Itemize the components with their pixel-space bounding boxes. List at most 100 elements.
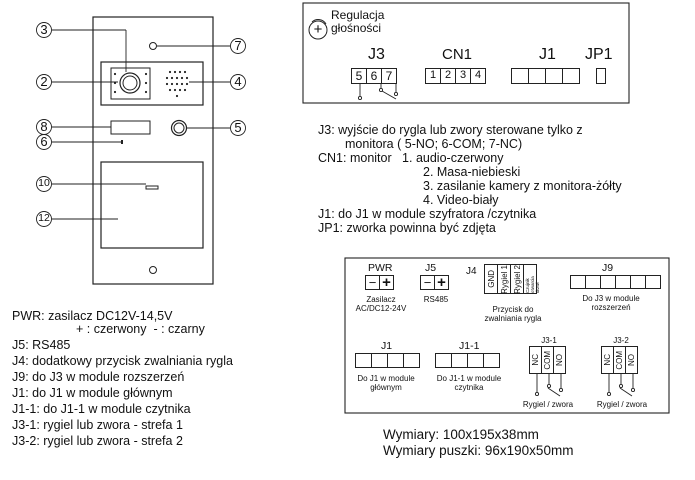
bottom-desc-line-3: J5: RS485 <box>12 338 71 352</box>
rfid-reader-area <box>100 161 204 249</box>
j9-caption-1: Do J3 w module <box>582 294 640 303</box>
top-desc-line-7: J1: do J1 w module szyfratora /czytnika <box>318 207 537 221</box>
j1-board-pin <box>387 353 404 368</box>
top-desc-line-6: 4. Video-biały <box>423 193 499 207</box>
camera-frame <box>110 67 151 100</box>
j5-caption: RS485 <box>423 295 449 304</box>
j31-pin-no: NO <box>553 346 566 374</box>
camera-lens-outer <box>119 72 141 94</box>
j11-pin <box>451 353 468 368</box>
j9-pin <box>645 275 661 289</box>
top-screw-hole <box>149 42 157 50</box>
callout-leaders <box>52 29 230 220</box>
cn1-pin-strip: 1 2 3 4 <box>425 68 486 84</box>
j9-label: J9 <box>602 262 614 274</box>
j3-pin-strip: 5 6 7 <box>351 68 397 84</box>
callout-number-4: 4 <box>234 74 242 89</box>
j31-relay-drawing <box>534 374 564 397</box>
pwr-caption-2: AC/DC12-24V <box>355 304 407 313</box>
knob-plus-symbol: + <box>313 21 323 38</box>
top-desc-line-3: CN1: monitor 1. audio-czerwony <box>318 151 504 165</box>
top-desc-line-2: monitora ( 5-NO; 6-COM; 7-NC) <box>345 137 523 151</box>
j11-pin <box>467 353 484 368</box>
j32-terminal: NC COM NO <box>601 346 638 374</box>
callout-number-2: 2 <box>40 74 48 89</box>
callout-circles <box>36 22 246 227</box>
j9-pin <box>570 275 586 289</box>
j9-terminal <box>570 275 661 289</box>
j9-pin <box>630 275 646 289</box>
bottom-desc-line-8: J3-1: rygiel lub zwora - strefa 1 <box>12 418 183 432</box>
callout-number-10: 10 <box>38 177 50 189</box>
regulation-panel-outline <box>302 2 630 104</box>
j9-caption-2: rozszerzeń <box>591 303 631 312</box>
top-desc-line-4: 2. Masa-niebieski <box>423 165 521 179</box>
name-plate <box>110 120 151 135</box>
j3-label: J3 <box>368 46 385 63</box>
j11-label: J1-1 <box>459 340 480 352</box>
speaker-grille <box>165 70 189 98</box>
knob-arrow <box>311 19 327 25</box>
j32-label: J3-2 <box>613 336 629 345</box>
cn1-pin: 3 <box>455 68 471 84</box>
callout-number-5: 5 <box>234 120 242 135</box>
panel-outline <box>92 16 214 285</box>
j1-board-label: J1 <box>381 340 393 352</box>
top-desc-line-8: JP1: zworka powinna być zdjęta <box>318 221 496 235</box>
j4-pin-rygiel1: Rygiel 1 <box>497 264 511 294</box>
j1-board-pin <box>355 353 372 368</box>
j5-minus: − <box>420 275 435 290</box>
pwr-plus: + <box>379 275 394 290</box>
j3-pin: 7 <box>381 68 397 84</box>
j11-caption-1: Do J1-1 w module <box>436 374 502 383</box>
j1-board-caption-2: głównym <box>370 383 402 392</box>
pwr-terminal: − + <box>365 275 394 290</box>
j9-pin <box>585 275 601 289</box>
j5-label: J5 <box>425 262 437 274</box>
bottom-desc-line-6: J1: do J1 w module głównym <box>12 386 173 400</box>
bottom-desc-line-7: J1-1: do J1-1 w module czytnika <box>12 402 191 416</box>
top-desc-line-5: 3. zasilanie kamery z monitora-żółty <box>423 179 622 193</box>
j1-top-pin <box>545 68 563 84</box>
bottom-desc-line-5: J9: do J3 w module rozszerzeń <box>12 370 185 384</box>
j3-contact-drawing <box>357 84 399 101</box>
top-desc-line-1: J3: wyjście do rygla lub zwory sterowane… <box>318 123 583 137</box>
jp1-jumper <box>596 68 606 84</box>
callout-number-8: 8 <box>40 119 48 134</box>
volume-title-line2: głośności <box>331 21 382 35</box>
j31-label: J3-1 <box>541 336 557 345</box>
j9-pin <box>600 275 616 289</box>
j32-relay-drawing <box>606 374 636 397</box>
j11-caption-2: czytnika <box>454 383 484 392</box>
cn1-pin: 1 <box>425 68 441 84</box>
bottom-desc-line-9: J3-2: rygiel lub zwora - strefa 2 <box>12 434 183 448</box>
j31-terminal: NC COM NO <box>529 346 566 374</box>
j4-terminal: GND Rygiel 1 Rygiel 2 Czujnik otwarcia d… <box>484 264 540 294</box>
pwr-minus: − <box>365 275 380 290</box>
j1-top-pin-strip <box>511 68 580 84</box>
j31-caption: Rygiel / zwora <box>522 400 574 409</box>
cn1-label: CN1 <box>442 46 473 63</box>
j9-pin <box>615 275 631 289</box>
callout-number-12: 12 <box>38 212 50 224</box>
microphone <box>121 140 123 144</box>
bottom-desc-line-2: + : czerwony - : czarny <box>76 322 205 336</box>
j3-pin: 6 <box>366 68 382 84</box>
j1-board-caption-1: Do J1 w module <box>357 374 415 383</box>
volume-title-line1: Regulacja <box>331 8 385 22</box>
reader-led <box>145 185 159 190</box>
j11-pin <box>435 353 452 368</box>
cn1-pin: 2 <box>440 68 456 84</box>
camera-lens-inner <box>122 75 138 91</box>
volume-knob <box>308 20 328 40</box>
j1-top-pin <box>528 68 546 84</box>
bottom-desc-line-1: PWR: zasilacz DC12V-14,5V <box>12 309 173 323</box>
cn1-pin: 4 <box>470 68 486 84</box>
callout-number-7: 7 <box>234 38 242 53</box>
dimensions-line-2: Wymiary puszki: 96x190x50mm <box>383 443 574 458</box>
j11-pin <box>483 353 500 368</box>
j4-pin-gnd: GND <box>484 264 498 294</box>
bottom-screw-hole <box>149 266 157 274</box>
j4-label: J4 <box>466 266 477 277</box>
